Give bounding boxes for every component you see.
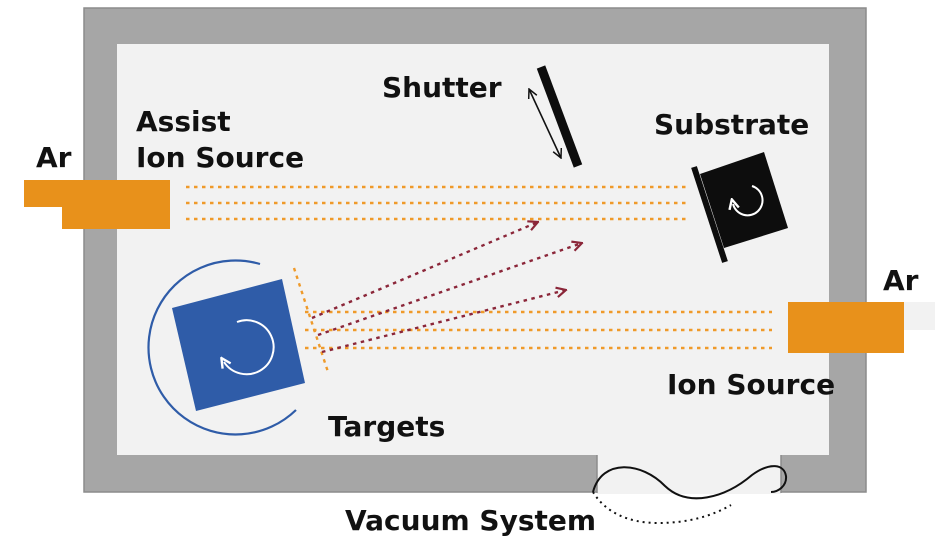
label-substrate: Substrate	[654, 108, 809, 141]
vacuum-hose-solid	[592, 465, 788, 500]
substrate-block	[700, 152, 788, 248]
label-targets: Targets	[328, 410, 445, 443]
substrate-holder-plate	[691, 166, 728, 263]
target-surface-edge	[292, 267, 330, 373]
targets	[147, 259, 305, 436]
label-ar-right: Ar	[883, 264, 919, 297]
target-block	[172, 279, 305, 411]
label-ar-left: Ar	[36, 141, 72, 174]
label-assist-line1: Assist	[136, 105, 231, 138]
substrate-rotation-icon	[733, 185, 764, 217]
ion-beam	[305, 310, 772, 350]
vacuum-port-opening	[597, 453, 781, 494]
substrate	[691, 152, 788, 263]
assist-ion-source	[24, 180, 170, 229]
label-assist-line2: Ion Source	[136, 141, 304, 174]
ion-source	[788, 302, 935, 353]
ion-source-step	[904, 302, 935, 330]
label-ion-source: Ion Source	[667, 368, 835, 401]
sputtered-flux	[311, 222, 582, 354]
double-arrow-icon	[529, 89, 561, 158]
target-rotation-icon	[224, 319, 275, 376]
target-rotation-arc	[147, 259, 297, 436]
label-vacuum-system: Vacuum System	[345, 504, 596, 537]
label-shutter: Shutter	[382, 71, 502, 104]
vacuum-hose	[592, 465, 788, 525]
shutter	[529, 65, 583, 168]
